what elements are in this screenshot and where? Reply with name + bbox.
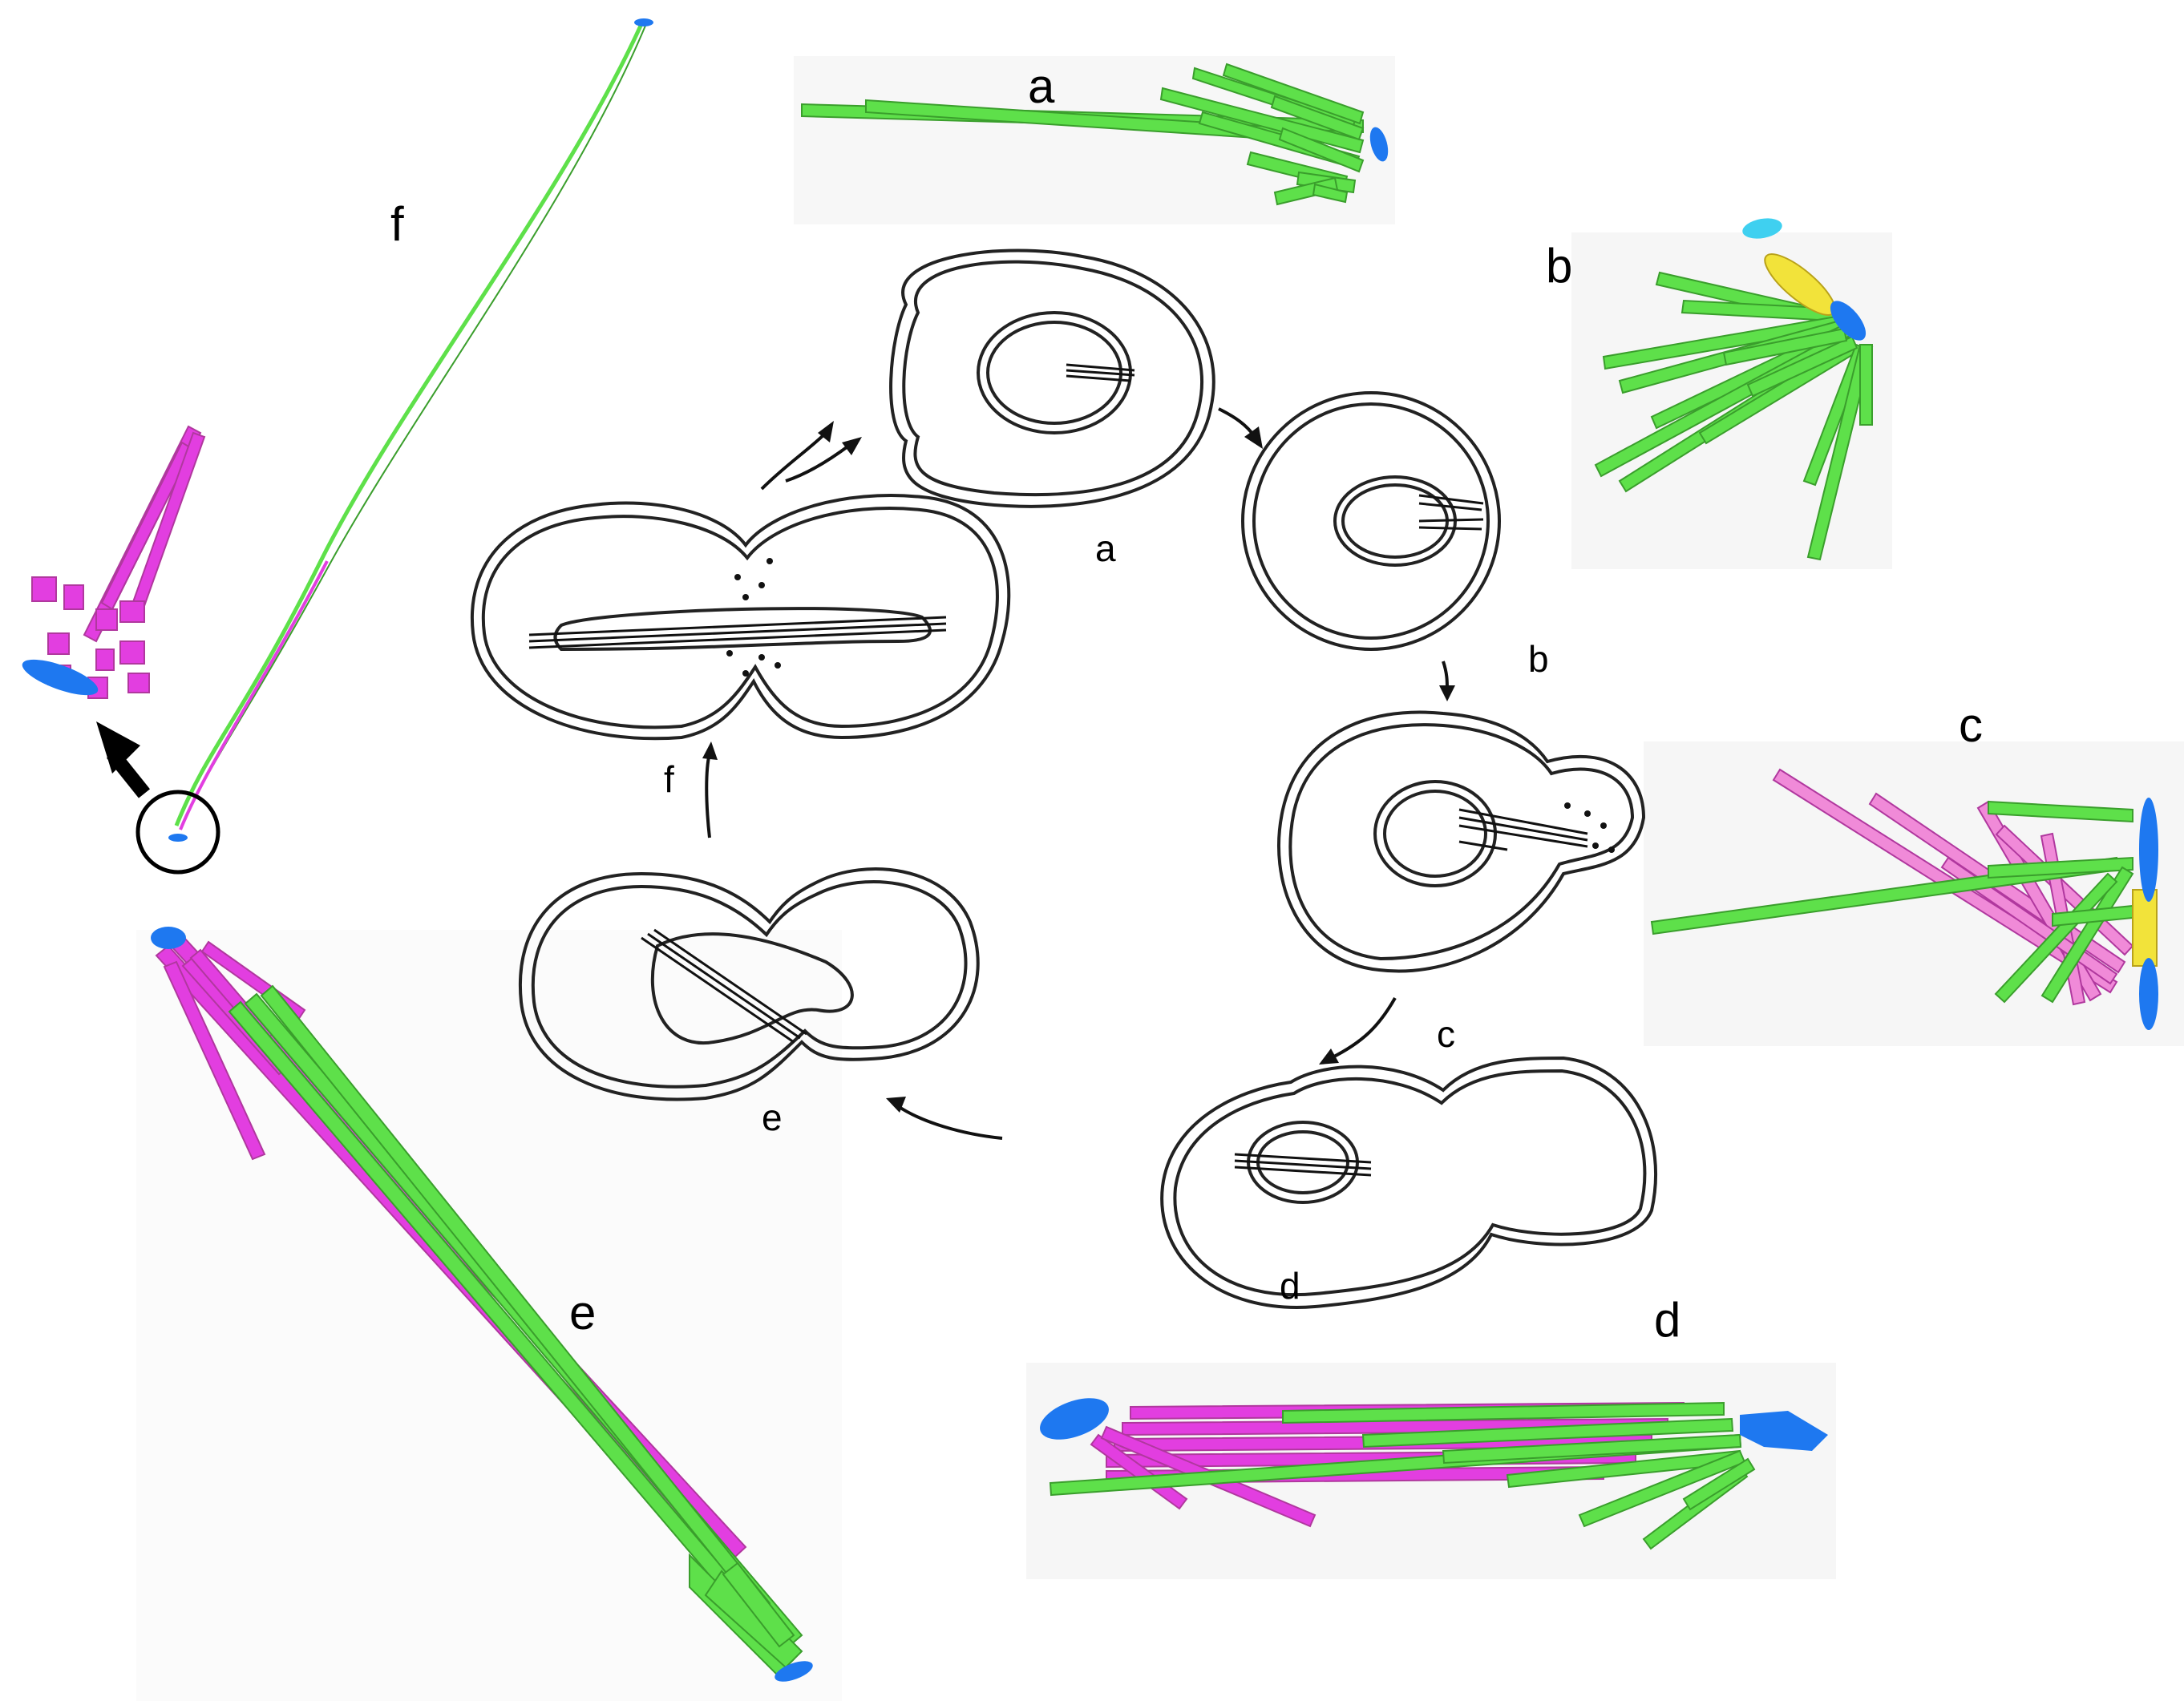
cycle-label-d: d [1280,1265,1300,1307]
panel-label-b: b [1546,239,1572,293]
cycle-cell-c: c [1277,710,1646,1055]
panel-label-e: e [569,1286,596,1339]
cycle-cell-f: f [470,494,1011,800]
cycle-cell-d: d [1160,1056,1658,1309]
cycle-label-e: e [762,1097,783,1138]
panel-label-d: d [1654,1293,1680,1347]
cycle-arrows [702,407,1455,1140]
panel-a-3d-microtubules: a [794,56,1395,224]
panel-label-a: a [1028,59,1055,113]
cycle-label-b: b [1528,638,1549,680]
panel-c-3d-microtubules: c [1644,698,2184,1046]
panel-label-f: f [390,197,404,251]
zoom-region-circle [135,790,220,875]
cycle-cell-e: e [518,867,980,1138]
cycle-cell-a: a [889,248,1215,569]
cycle-label-c: c [1437,1013,1455,1055]
cycle-label-a: a [1095,527,1116,569]
cell-cycle-drawings: a b [470,248,1658,1309]
panel-d-3d-microtubules: d [1026,1293,1836,1579]
cycle-label-f: f [664,758,674,800]
panel-b-3d-microtubules: b [1546,218,1892,569]
panel-label-c: c [1959,698,1983,752]
panel-f-3d-microtubules: f [96,18,653,875]
cycle-cell-b: b [1241,391,1549,680]
panel-e-3d-microtubules: e [136,927,842,1701]
panel-f-zoom-inset [22,425,206,699]
